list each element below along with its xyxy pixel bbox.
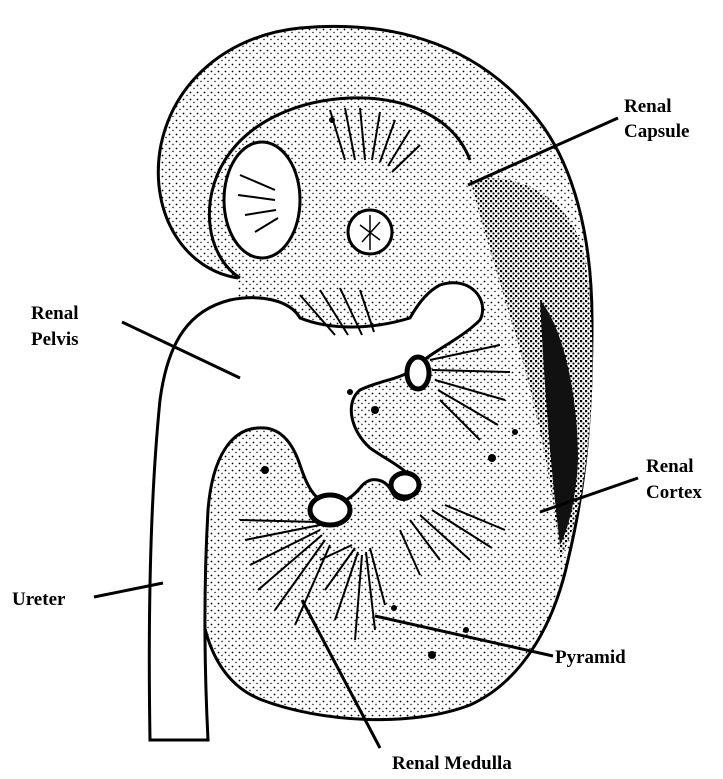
label-ureter: Ureter xyxy=(12,589,66,610)
label-renal-cortex-line1: Renal xyxy=(646,456,694,477)
label-renal-capsule-line2: Capsule xyxy=(624,121,689,142)
label-pyramid: Pyramid xyxy=(555,647,626,668)
label-renal-medulla: Renal Medulla xyxy=(392,753,512,774)
label-renal-cortex-line2: Cortex xyxy=(646,482,702,503)
label-renal-capsule-line1: Renal xyxy=(624,96,672,117)
label-renal-pelvis-line1: Renal xyxy=(31,303,79,324)
label-renal-pelvis-line2: Pelvis xyxy=(31,329,79,350)
